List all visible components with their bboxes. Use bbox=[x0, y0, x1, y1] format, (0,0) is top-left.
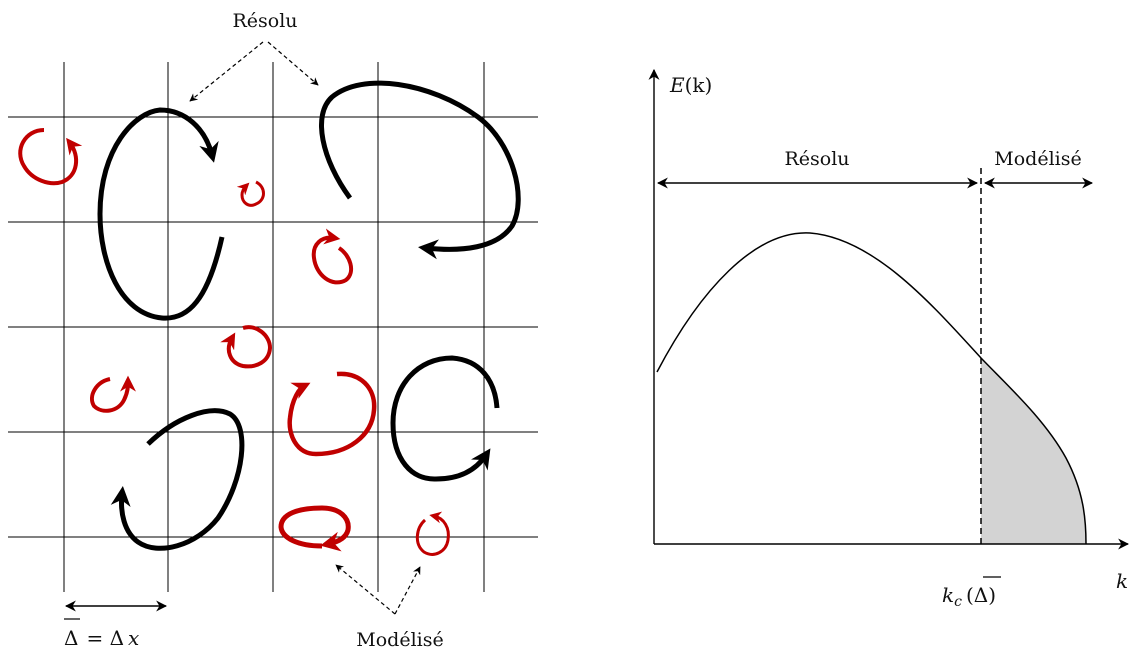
resolved-eddy-1 bbox=[100, 110, 222, 318]
pointer-modeled-left bbox=[336, 565, 395, 614]
modeled-eddy-5 bbox=[92, 379, 128, 411]
modeled-area bbox=[981, 358, 1086, 544]
resolved-label-right: Résolu bbox=[784, 148, 849, 170]
modeled-eddy-4 bbox=[229, 327, 270, 366]
modeled-eddy-1 bbox=[20, 130, 76, 183]
filter-width-eq: = Δ bbox=[86, 626, 124, 650]
resolved-eddy-2 bbox=[322, 83, 519, 249]
resolved-eddy-4 bbox=[393, 358, 497, 479]
modeled-eddy-2 bbox=[242, 182, 264, 205]
y-axis-label: E(k) bbox=[669, 73, 712, 97]
cutoff-label: kc(Δ) bbox=[942, 583, 996, 610]
modeled-label-left: Modélisé bbox=[356, 629, 443, 651]
modeled-label-right: Modélisé bbox=[994, 148, 1081, 170]
grid bbox=[8, 62, 538, 592]
filter-width-delta: Δ bbox=[64, 626, 78, 650]
label-pointers bbox=[190, 42, 420, 614]
x-axis-label: k bbox=[1116, 569, 1128, 593]
resolved-eddies bbox=[100, 83, 518, 548]
modeled-eddy-3 bbox=[314, 238, 351, 283]
filter-width-x: x bbox=[128, 626, 139, 650]
resolved-eddy-3 bbox=[122, 411, 242, 549]
modeled-eddy-7 bbox=[281, 508, 348, 546]
pointer-resolved-right bbox=[268, 42, 318, 85]
filter-width-label: Δ = Δ x bbox=[64, 626, 139, 650]
modeled-eddy-6 bbox=[290, 374, 374, 454]
pointer-resolved-left bbox=[190, 42, 263, 101]
resolved-label-left: Résolu bbox=[232, 10, 297, 32]
modeled-eddy-8 bbox=[417, 516, 448, 554]
spectrum-chart: Résolu Modélisé E(k) k kc(Δ) bbox=[654, 70, 1128, 610]
pointer-modeled-right bbox=[395, 567, 420, 614]
